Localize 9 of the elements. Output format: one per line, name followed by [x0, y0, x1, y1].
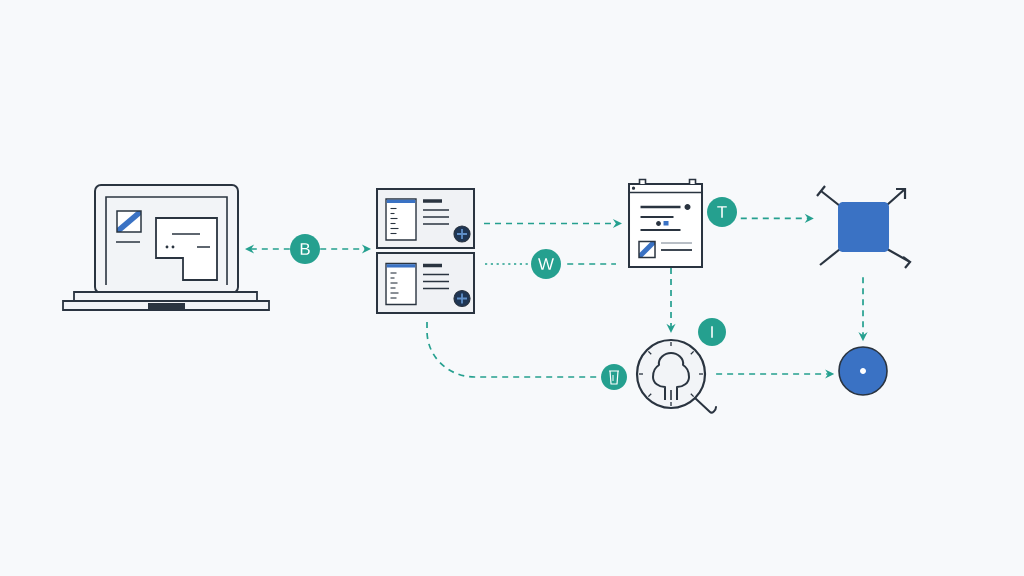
square-arrows-picture: [815, 184, 912, 270]
cup-icon: [601, 364, 627, 390]
card-picture: [376, 188, 475, 249]
laptop-picture: [62, 184, 270, 311]
magnifier-picture: [635, 338, 717, 414]
dot-circle: [838, 346, 888, 396]
connector-line: [566, 263, 617, 265]
card-picture: [376, 252, 475, 314]
document-picture: [628, 178, 703, 268]
